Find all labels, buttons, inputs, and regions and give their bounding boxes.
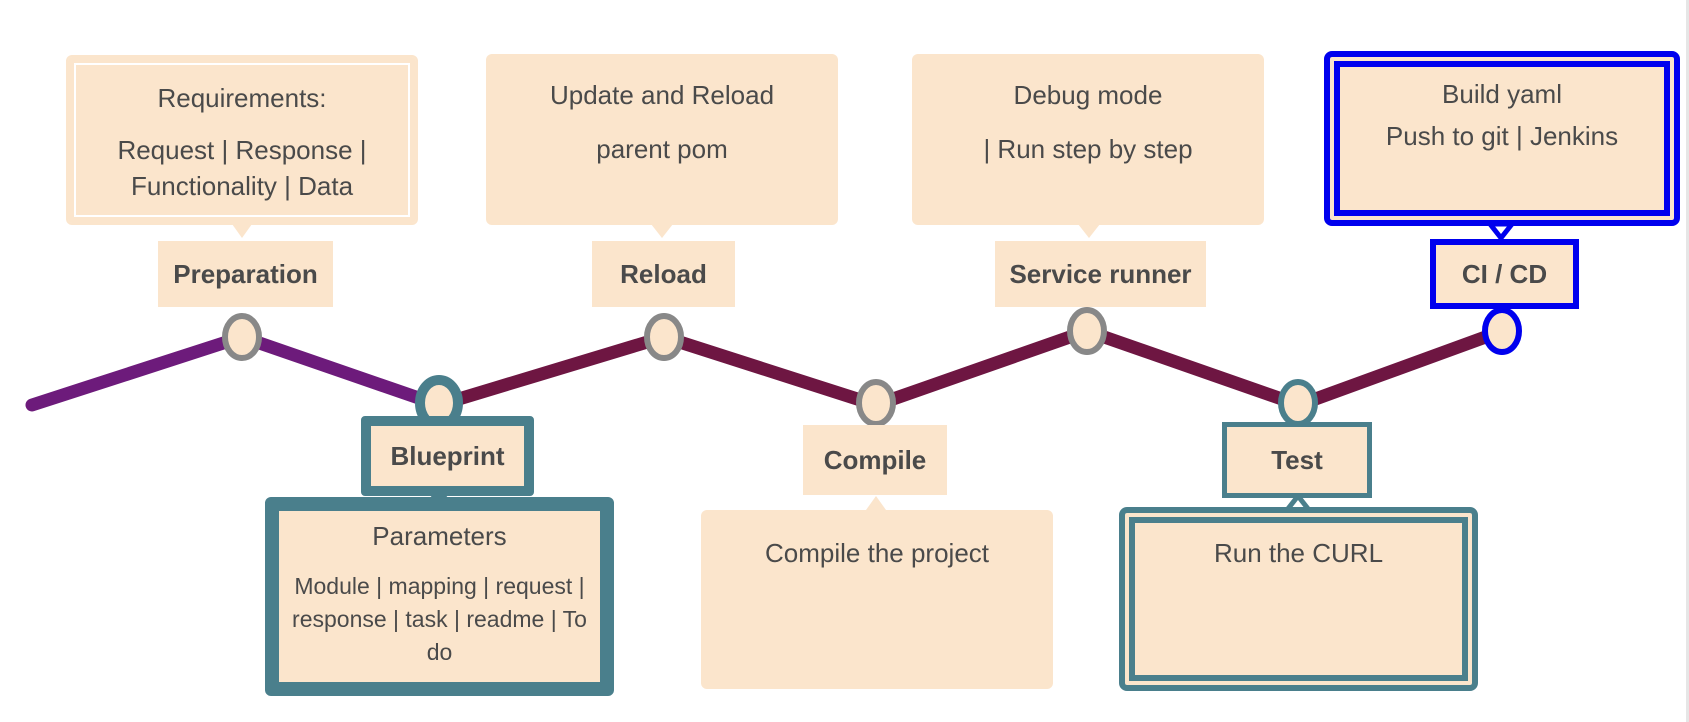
note-body: | Run step by step [983,134,1193,164]
step-label-text: Reload [620,258,707,289]
node-cicd[interactable] [1482,307,1522,355]
timeline-line-main [432,324,1509,412]
scrollbar[interactable] [1686,0,1689,722]
callout-pointer-service-runner [1078,224,1100,238]
step-label-text: Preparation [173,258,318,289]
step-label-text: Service runner [1009,258,1192,289]
step-label-compile[interactable]: Compile [803,425,947,495]
note-title: Run the CURL [1213,538,1384,568]
node-compile[interactable] [856,379,896,427]
note-test[interactable]: Run the CURL [1119,507,1478,691]
note-compile[interactable]: Compile the project [701,510,1053,689]
note-blueprint[interactable]: Parameters Module | mapping | request | … [265,497,614,696]
step-label-text: Blueprint [390,440,505,471]
note-body: Request | Response | Functionality | Dat… [117,135,367,201]
node-preparation[interactable] [222,313,262,361]
callout-pointer-compile [866,496,886,510]
step-label-service-runner[interactable]: Service runner [995,241,1206,307]
step-label-text: Test [1271,444,1323,475]
note-preparation[interactable]: Requirements: Request | Response | Funct… [66,55,418,225]
note-title: Compile the project [765,538,989,568]
node-test[interactable] [1278,379,1318,427]
note-title: Build yaml [1442,79,1562,109]
step-label-text: Compile [823,444,927,475]
note-reload[interactable]: Update and Reload parent pom [486,54,838,225]
note-cicd[interactable]: Build yaml Push to git | Jenkins [1324,51,1680,226]
note-body: Push to git | Jenkins [1385,121,1619,151]
note-title: Parameters [372,521,507,551]
step-label-text: CI / CD [1461,258,1548,289]
note-title: Debug mode [1013,80,1163,110]
note-service-runner[interactable]: Debug mode | Run step by step [912,54,1264,225]
node-reload[interactable] [644,313,684,361]
step-label-blueprint[interactable]: Blueprint [361,416,534,496]
callout-pointer-reload [651,224,673,238]
note-body: Module | mapping | request | response | … [292,573,587,665]
note-title: Requirements: [157,83,327,113]
note-body: parent pom [596,134,728,164]
callout-pointer-cicd [1484,221,1518,243]
step-label-cicd[interactable]: CI / CD [1430,239,1579,309]
node-service-runner[interactable] [1067,307,1107,355]
step-label-preparation[interactable]: Preparation [158,241,333,307]
callout-pointer-preparation [232,224,252,238]
step-label-test[interactable]: Test [1222,422,1372,498]
step-label-reload[interactable]: Reload [592,241,735,307]
note-title: Update and Reload [549,80,775,110]
